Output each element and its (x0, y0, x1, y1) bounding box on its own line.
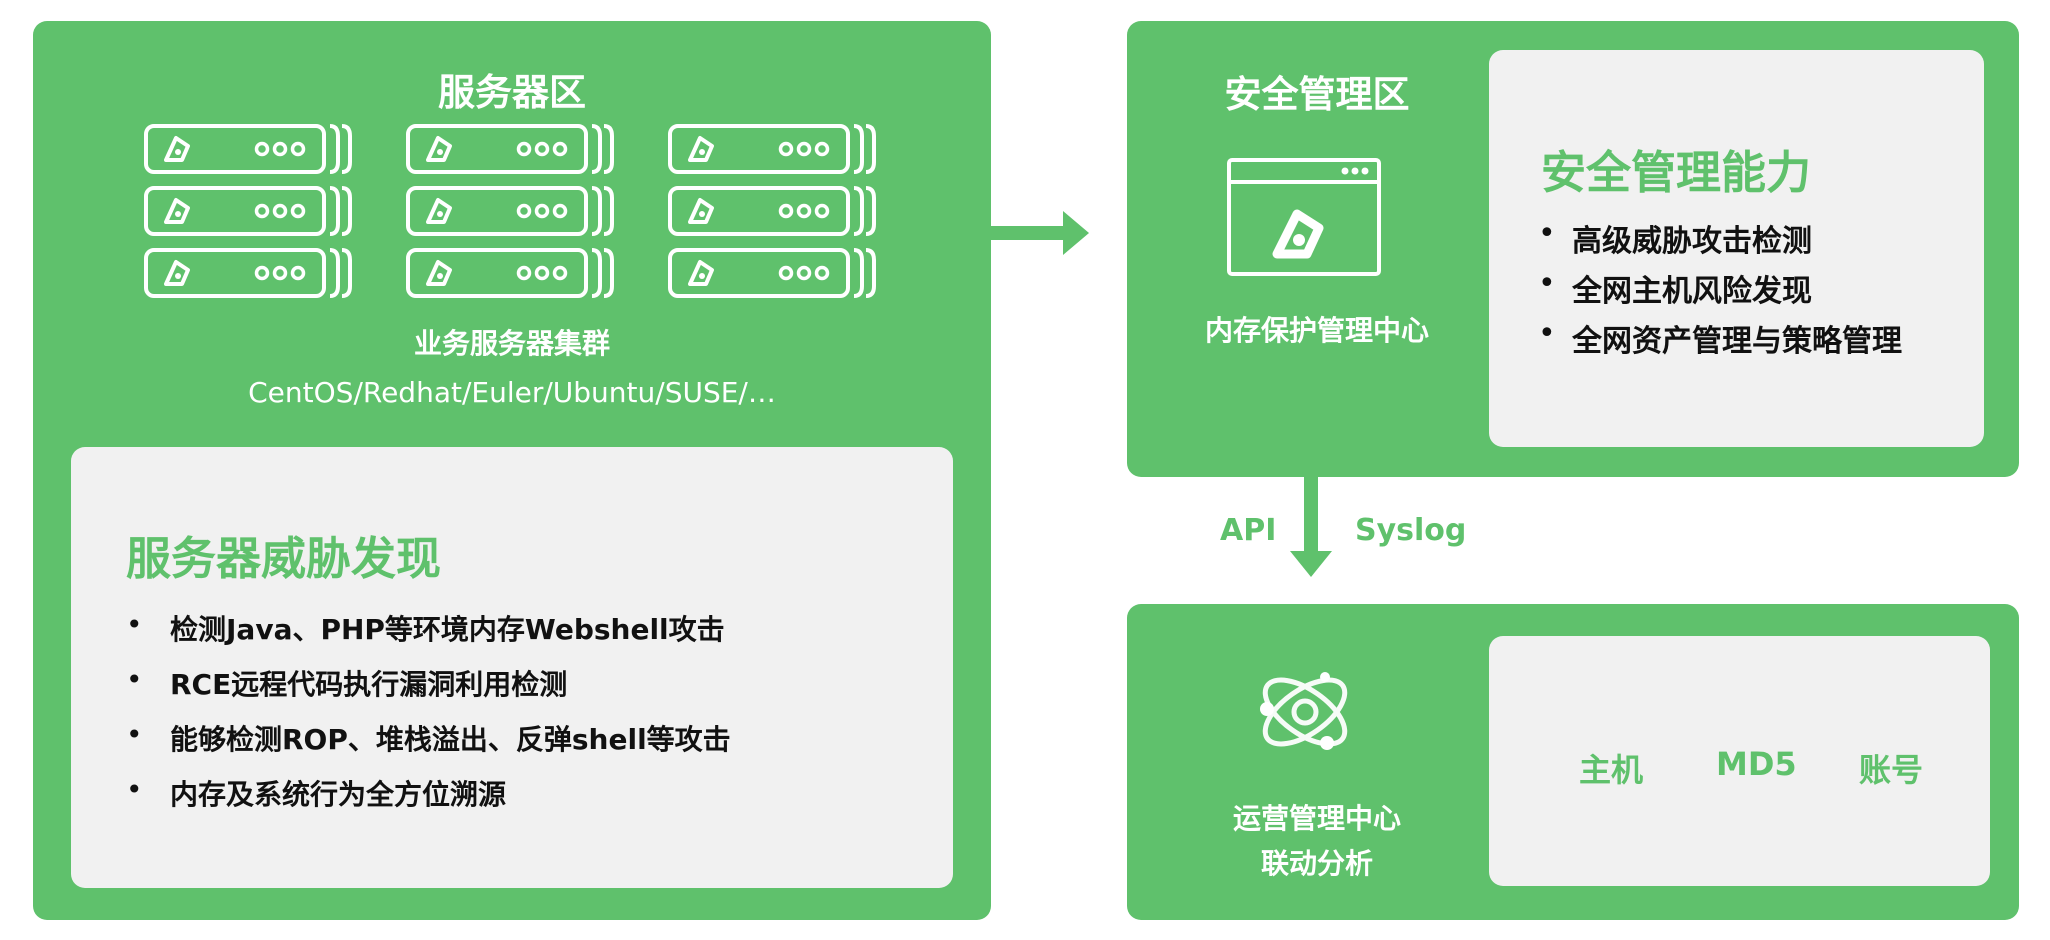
syslog-label: Syslog (1355, 513, 1467, 548)
server-cluster-grid (144, 124, 884, 298)
list-item: RCE远程代码执行漏洞利用检测 (126, 663, 731, 718)
security-capability-title: 安全管理能力 (1541, 146, 1812, 199)
memory-protection-center-label: 内存保护管理中心 (1204, 314, 1429, 347)
md5-chip: MD5 (1716, 745, 1797, 783)
threat-discovery-title: 服务器威胁发现 (126, 532, 442, 585)
list-item: 全网主机风险发现 (1538, 266, 1902, 316)
ops-data-card (1489, 636, 1990, 886)
threat-discovery-list: 检测Java、PHP等环境内存Webshell攻击 RCE远程代码执行漏洞利用检… (126, 608, 731, 828)
list-item: 检测Java、PHP等环境内存Webshell攻击 (126, 608, 731, 663)
security-capability-list: 高级威胁攻击检测 全网主机风险发现 全网资产管理与策略管理 (1538, 216, 1902, 366)
cluster-label: 业务服务器集群 (413, 327, 610, 360)
browser-window-logo-icon (1227, 158, 1381, 276)
security-zone-title: 安全管理区 (1224, 73, 1410, 116)
list-item: 全网资产管理与策略管理 (1538, 316, 1902, 366)
list-item: 能够检测ROP、堆栈溢出、反弹shell等攻击 (126, 718, 731, 773)
list-item: 高级威胁攻击检测 (1538, 216, 1902, 266)
ops-center-label: 运营管理中心 (1232, 802, 1401, 835)
host-chip: 主机 (1579, 751, 1644, 789)
linkage-analysis-label: 联动分析 (1260, 847, 1373, 880)
os-list: CentOS/Redhat/Euler/Ubuntu/SUSE/… (248, 376, 776, 409)
api-label: API (1220, 513, 1277, 548)
account-chip: 账号 (1859, 751, 1924, 789)
arrow-right-icon (991, 211, 1089, 255)
server-rack-icon (144, 124, 876, 298)
arrow-down-icon (1290, 477, 1332, 577)
server-zone-title: 服务器区 (438, 71, 586, 114)
atom-orbit-icon (1260, 672, 1348, 750)
list-item: 内存及系统行为全方位溯源 (126, 773, 731, 828)
